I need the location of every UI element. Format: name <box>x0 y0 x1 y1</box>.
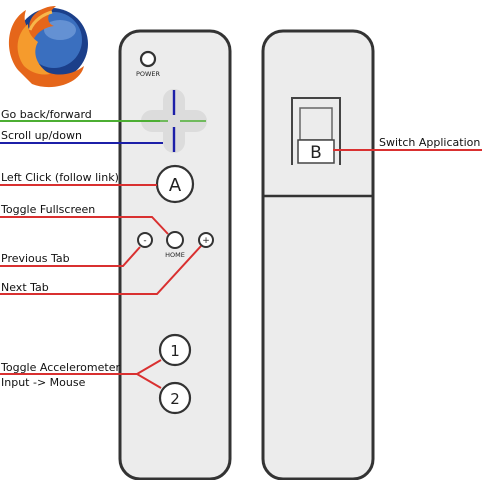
firefox-logo <box>8 6 88 88</box>
minus-label: - <box>143 236 146 246</box>
dpad[interactable] <box>141 89 207 153</box>
b-button-label: B <box>310 143 322 163</box>
power-button[interactable] <box>139 50 157 68</box>
leader-previous-tab <box>0 246 141 267</box>
two-button[interactable] <box>158 381 192 415</box>
label-previous-tab: Previous Tab <box>1 252 70 265</box>
one-label: 1 <box>170 342 180 360</box>
power-label: POWER <box>136 70 161 78</box>
b-trigger-housing <box>291 97 341 165</box>
remote-front: POWER A - HOME + 1 2 <box>118 29 232 480</box>
plus-button[interactable] <box>198 232 214 248</box>
label-toggle-accelerometer-line1: Toggle Accelerometer <box>0 361 120 374</box>
label-switch-application: Switch Application <box>379 136 480 149</box>
remote-back: B <box>261 29 375 480</box>
home-label: HOME <box>165 251 185 259</box>
label-toggle-accelerometer-line2: Input -> Mouse <box>1 376 86 389</box>
labels: Go back/forward Scroll up/down Left Clic… <box>0 108 480 389</box>
two-label: 2 <box>170 390 180 408</box>
home-button[interactable] <box>166 231 184 249</box>
label-toggle-fullscreen: Toggle Fullscreen <box>0 203 95 216</box>
leader-toggle-fullscreen <box>0 216 169 235</box>
minus-button[interactable] <box>137 232 153 248</box>
leader-next-tab <box>0 245 202 295</box>
label-go-back-forward: Go back/forward <box>1 108 92 121</box>
leader-lines <box>0 120 482 389</box>
b-button[interactable] <box>297 139 335 164</box>
label-left-click: Left Click (follow link) <box>1 171 119 184</box>
label-next-tab: Next Tab <box>1 281 49 294</box>
one-button[interactable] <box>158 333 192 367</box>
a-button-label: A <box>169 175 182 196</box>
plus-label: + <box>202 236 210 246</box>
label-scroll-up-down: Scroll up/down <box>1 129 82 142</box>
